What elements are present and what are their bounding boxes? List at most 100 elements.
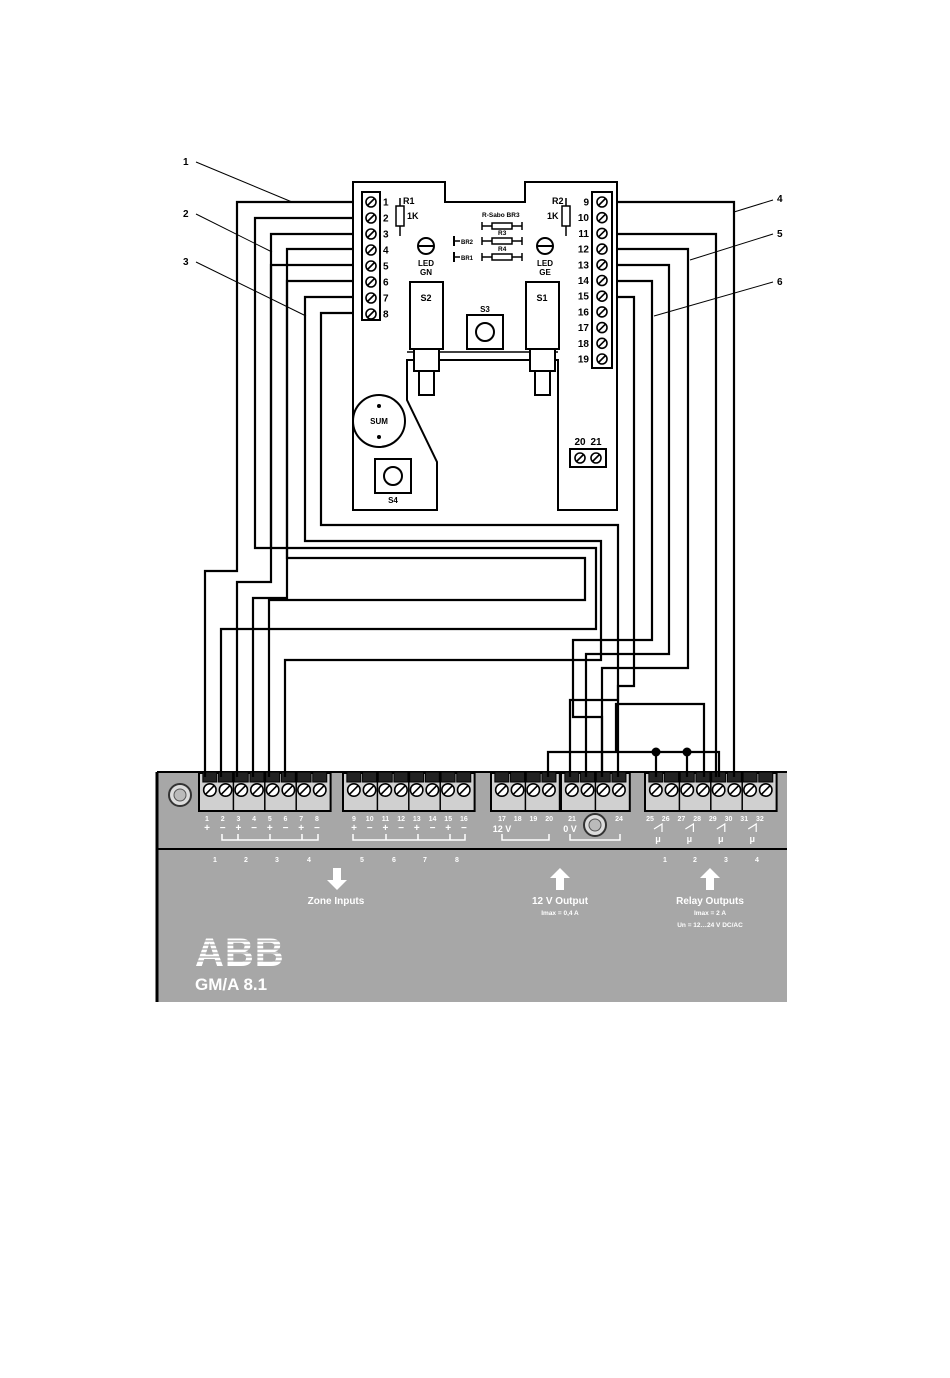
zone-terminal-number: 8 (315, 816, 319, 823)
screw-terminal-icon (526, 782, 541, 797)
s3-label: S3 (480, 305, 490, 314)
wire (235, 232, 362, 777)
screw-terminal-icon (596, 196, 608, 208)
zone-channel-number: 3 (275, 857, 279, 864)
screw-terminal-icon (297, 782, 312, 797)
br1-label: BR1 (461, 256, 474, 262)
screw-terminal-icon (596, 306, 608, 318)
screw-terminal-icon (346, 782, 361, 797)
screw-terminal-icon (580, 782, 595, 797)
relay-terminal-number: 25 (646, 816, 654, 823)
screw-terminal-icon (365, 228, 377, 240)
screw-terminal-icon (648, 782, 663, 797)
led-gn: LED GN (417, 237, 435, 277)
buzzer-icon (352, 394, 406, 448)
polarity-mark: − (251, 823, 257, 834)
wire (283, 295, 603, 777)
led-ge-label-2: GE (539, 268, 551, 277)
callouts: 1 2 3 4 5 6 (183, 157, 783, 288)
right-terminal-label: 18 (578, 339, 590, 350)
zone-inputs-label: Zone Inputs (308, 896, 365, 907)
junction-dot (682, 747, 692, 757)
screw-terminal-icon (596, 290, 608, 303)
led-ge: LED GE (536, 237, 554, 277)
zone-channel-number: 1 (213, 857, 217, 864)
junction-dot (651, 747, 661, 757)
wire (612, 200, 736, 777)
relay-contact-icon (685, 822, 694, 832)
zone-channel-number: 6 (392, 857, 396, 864)
wires (203, 200, 736, 777)
left-terminal-label: 1 (383, 198, 389, 209)
left-terminal-label: 4 (383, 246, 389, 257)
left-terminal-label: 2 (383, 214, 389, 225)
screw-terminal-icon (574, 452, 586, 464)
right-terminal-label: 14 (578, 276, 590, 287)
screw-terminal-icon (596, 337, 608, 350)
polarity-mark: + (382, 823, 388, 834)
wire (219, 216, 598, 777)
abb-logo: ABB (193, 931, 284, 975)
device-terminal-blocks (198, 771, 778, 812)
screw-terminal-icon (393, 782, 408, 797)
zone-channel-number: 5 (360, 857, 364, 864)
polarity-mark: − (314, 823, 320, 834)
screw-terminal-icon (202, 782, 217, 797)
resistor-r2: R2 1K (547, 196, 571, 236)
screw-terminal-icon (409, 782, 424, 797)
wire (584, 263, 671, 777)
br2-label: BR2 (461, 240, 474, 246)
right-terminal-label: 9 (583, 198, 589, 209)
screw-terminal-icon (365, 276, 377, 288)
screw-terminal-icon (441, 782, 456, 797)
relay-outputs-block (644, 771, 778, 812)
screw-terminal-icon (596, 782, 611, 797)
output-0v-block (560, 771, 631, 812)
zone-terminal-number: 1 (205, 816, 209, 823)
polarity-mark: + (204, 823, 210, 834)
screw-terminal-icon (596, 211, 608, 224)
zone-terminal-number: 13 (413, 816, 421, 823)
zone-channel-number: 4 (307, 857, 311, 864)
right-terminal-label: 15 (578, 292, 590, 303)
zone-terminal-number: 7 (299, 816, 303, 823)
screw-terminal-icon (695, 782, 710, 797)
wire (203, 200, 362, 777)
screw-terminal-icon (456, 782, 471, 797)
relay-terminal-number: 31 (740, 816, 748, 823)
wire (612, 232, 718, 777)
screw-terminal-icon (365, 212, 377, 224)
screw-terminal-icon (312, 782, 327, 797)
screw-terminal-icon (596, 274, 608, 287)
screw-terminal-icon (365, 292, 377, 304)
r1-label: R1 (403, 196, 415, 206)
relay-terminal-number: 30 (725, 816, 733, 823)
right-terminal-label: 16 (578, 307, 590, 318)
button-s3: S3 (466, 305, 504, 350)
wire (267, 279, 587, 777)
left-terminal-label: 3 (383, 230, 389, 241)
wire (319, 311, 620, 777)
zone-terminal-number: 14 (429, 816, 437, 823)
buzzer-label: SUM (370, 417, 388, 426)
zone-terminal-number: 6 (284, 816, 288, 823)
output-terminal-number: 24 (615, 816, 623, 823)
screw-terminal-icon (425, 782, 440, 797)
zone-inputs-block-1 (198, 771, 332, 812)
buzzer: SUM (352, 394, 406, 448)
zone-terminal-number: 4 (252, 816, 256, 823)
relay-contact-icon (747, 822, 757, 832)
zone-channel-number: 7 (423, 857, 427, 864)
right-terminal-label: 17 (578, 323, 590, 334)
screw-terminal-icon (218, 782, 233, 797)
right-terminal-label: 12 (578, 245, 590, 256)
polarity-mark: − (220, 823, 226, 834)
screw-terminal-icon (596, 321, 608, 334)
screw-terminal-icon (234, 782, 249, 797)
wire (251, 247, 362, 777)
output-spec: Imax = 0,4 A (541, 910, 579, 917)
